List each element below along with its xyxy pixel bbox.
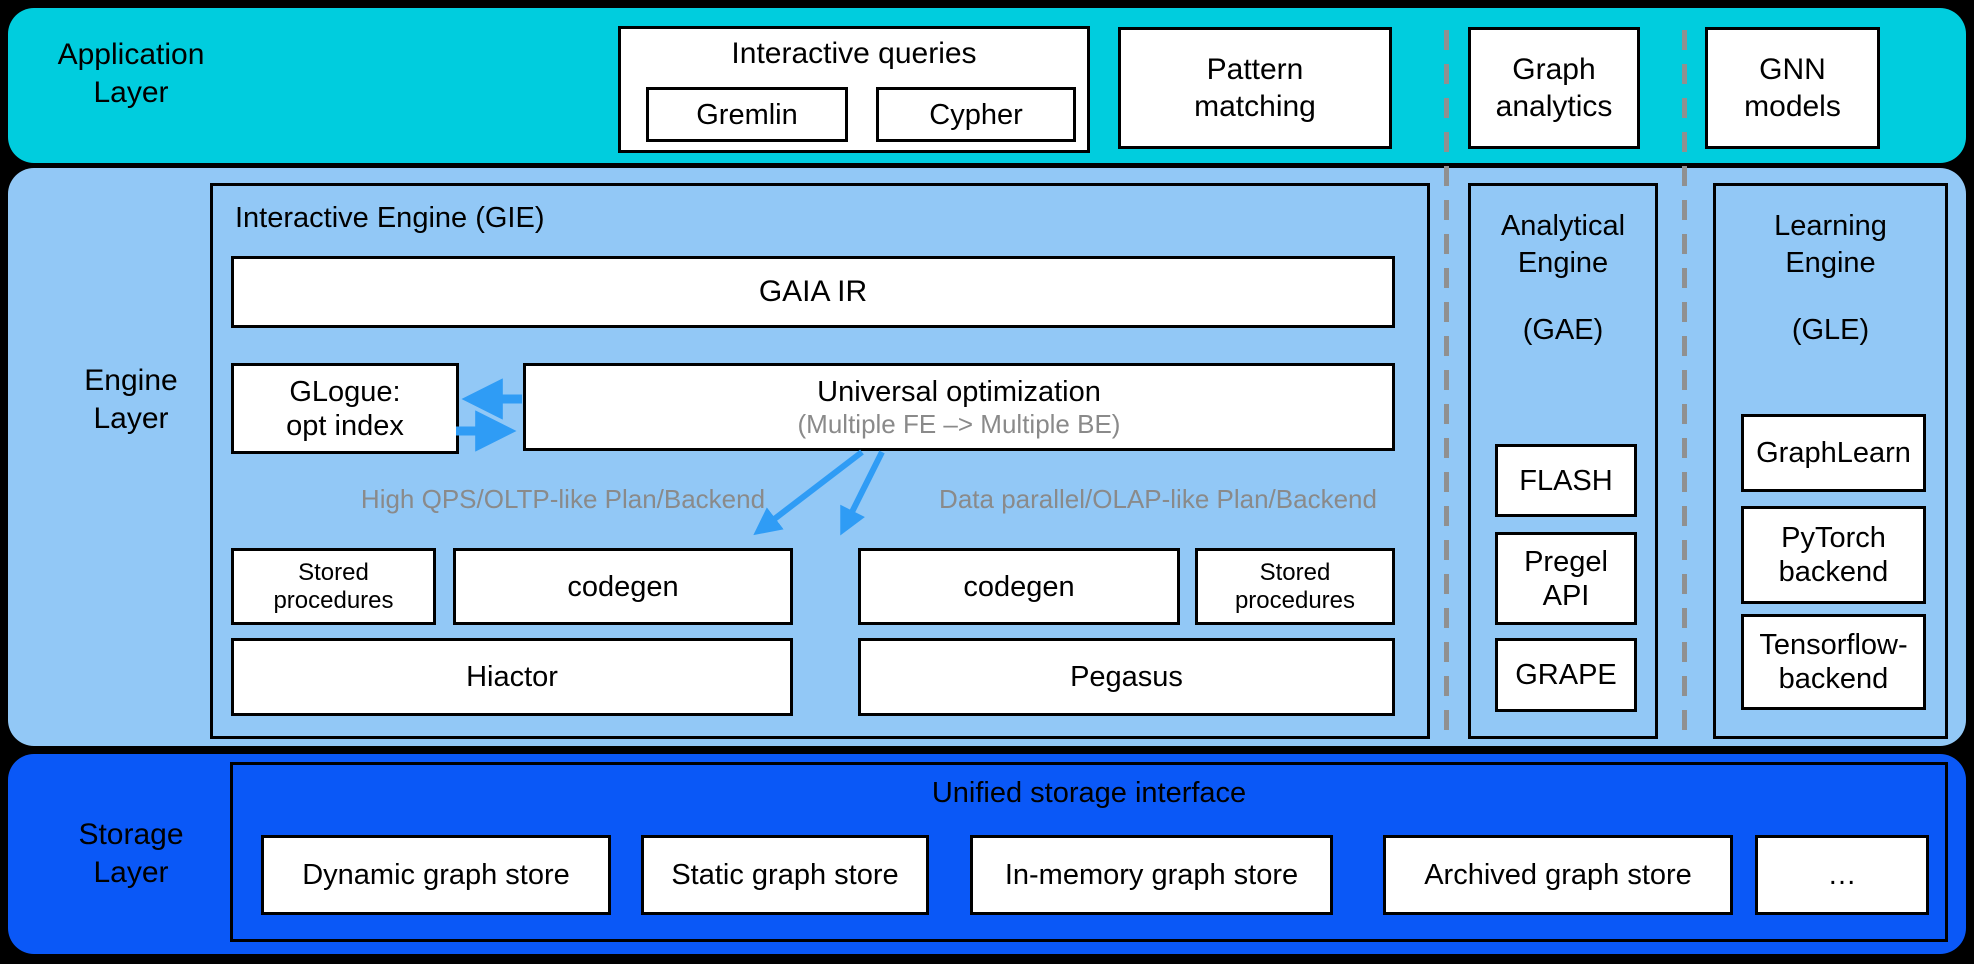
gnn-models-box: GNN models bbox=[1705, 27, 1880, 149]
codegen-right-box: codegen bbox=[858, 548, 1180, 625]
unified-storage-box: Unified storage interface Dynamic graph … bbox=[230, 762, 1948, 942]
pegasus-box: Pegasus bbox=[858, 638, 1395, 716]
interactive-queries-box: Interactive queries Gremlin Cypher bbox=[618, 26, 1090, 153]
dashed-separator-left bbox=[1444, 30, 1449, 738]
in-memory-graph-store-box: In-memory graph store bbox=[970, 835, 1333, 915]
universal-optimization-title: Universal optimization bbox=[817, 376, 1101, 408]
storage-layer-band: Storage Layer Unified storage interface … bbox=[8, 754, 1966, 954]
gae-box: Analytical Engine (GAE) FLASH Pregel API… bbox=[1468, 183, 1658, 739]
oltp-plan-label: High QPS/OLTP-like Plan/Backend bbox=[360, 484, 766, 514]
gie-box: Interactive Engine (GIE) GAIA IR GLogue:… bbox=[210, 183, 1430, 739]
engine-layer-label: Engine Layer bbox=[84, 364, 178, 435]
olap-plan-label: Data parallel/OLAP-like Plan/Backend bbox=[939, 484, 1377, 514]
engine-layer-band: Engine Layer Interactive Engine (GIE) GA… bbox=[8, 168, 1966, 746]
static-graph-store-box: Static graph store bbox=[641, 835, 929, 915]
archived-graph-store-box: Archived graph store bbox=[1383, 835, 1733, 915]
gae-title: Analytical Engine bbox=[1500, 210, 1626, 279]
stored-procedures-right-box: Stored procedures bbox=[1195, 548, 1395, 625]
universal-optimization-subtitle: (Multiple FE –> Multiple BE) bbox=[797, 409, 1121, 439]
gle-title: Learning Engine bbox=[1774, 210, 1887, 279]
tensorflow-backend-box: Tensorflow- backend bbox=[1741, 614, 1926, 710]
gremlin-box: Gremlin bbox=[646, 87, 848, 142]
gaia-ir-box: GAIA IR bbox=[231, 256, 1395, 328]
application-layer-label: Application Layer bbox=[57, 38, 205, 109]
glogue-box: GLogue: opt index bbox=[231, 363, 459, 454]
pattern-matching-box: Pattern matching bbox=[1118, 27, 1392, 149]
universal-optimization-box: Universal optimization (Multiple FE –> M… bbox=[523, 363, 1395, 451]
gie-title: Interactive Engine (GIE) bbox=[235, 202, 545, 234]
interactive-queries-title: Interactive queries bbox=[731, 37, 977, 70]
dashed-separator-right bbox=[1682, 30, 1687, 738]
pregel-api-box: Pregel API bbox=[1495, 532, 1637, 625]
grape-box: GRAPE bbox=[1495, 638, 1637, 712]
stored-procedures-left-box: Stored procedures bbox=[231, 548, 436, 625]
cypher-box: Cypher bbox=[876, 87, 1076, 142]
storage-layer-label: Storage Layer bbox=[78, 818, 184, 889]
codegen-left-box: codegen bbox=[453, 548, 793, 625]
hiactor-box: Hiactor bbox=[231, 638, 793, 716]
gle-box: Learning Engine (GLE) GraphLearn PyTorch… bbox=[1713, 183, 1948, 739]
graph-analytics-box: Graph analytics bbox=[1468, 27, 1640, 149]
graphlearn-box: GraphLearn bbox=[1741, 414, 1926, 492]
unified-storage-title: Unified storage interface bbox=[931, 777, 1247, 809]
dynamic-graph-store-box: Dynamic graph store bbox=[261, 835, 611, 915]
pytorch-backend-box: PyTorch backend bbox=[1741, 506, 1926, 604]
gae-subtitle: (GAE) bbox=[1522, 314, 1604, 346]
flash-box: FLASH bbox=[1495, 444, 1637, 517]
application-layer-band: Application Layer Interactive queries Gr… bbox=[8, 8, 1966, 163]
gle-subtitle: (GLE) bbox=[1791, 314, 1870, 346]
other-store-ellipsis-box: … bbox=[1755, 835, 1929, 915]
